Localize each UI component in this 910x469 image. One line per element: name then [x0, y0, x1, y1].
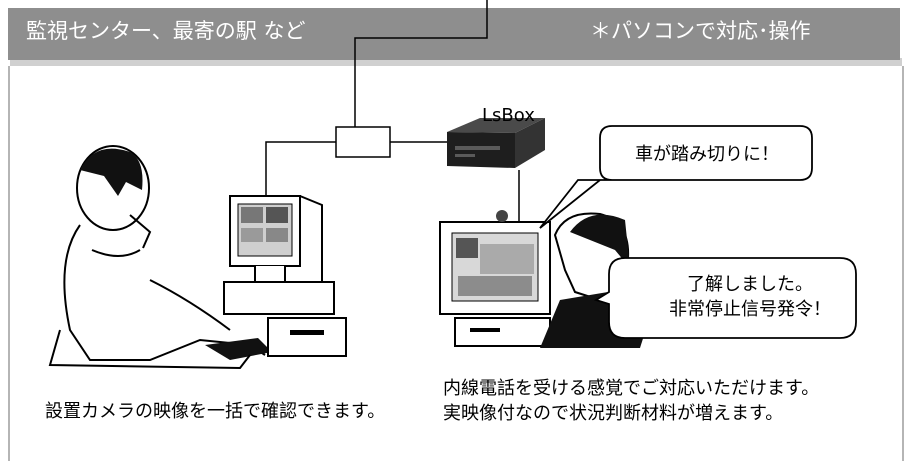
- reply-line-1: 了解しました。: [687, 274, 813, 295]
- splitter-box: [335, 126, 391, 158]
- header-bar: [8, 8, 900, 60]
- left-operator-illustration: [48, 145, 272, 370]
- caption-right-line-2: 実映像付なので状況判断材料が増えます。: [443, 403, 784, 424]
- incoming-line: [354, 0, 488, 127]
- caption-right: 内線電話を受ける感覚でご対応いただけます。 実映像付なので状況判断材料が増えます…: [443, 376, 819, 426]
- reply-line-2: 非常停止信号発令！: [669, 299, 831, 320]
- caption-left: 設置カメラの映像を一括で確認できます。: [45, 401, 386, 422]
- header-shadow: [10, 58, 902, 66]
- speech-bubble-alert-text: 車が踏み切りに！: [635, 144, 779, 165]
- header-right-note: ＊パソコンで対応･操作: [590, 19, 811, 43]
- caption-right-line-1: 内線電話を受ける感覚でご対応いただけます。: [443, 378, 820, 399]
- right-computer-illustration: [439, 210, 551, 347]
- speech-bubble-reply-text: 了解しました。 非常停止信号発令！: [655, 272, 845, 322]
- lsbox-device: [447, 118, 545, 168]
- speech-bubble-alert: [539, 125, 813, 229]
- left-computer-illustration: [223, 195, 347, 357]
- left-connection-line: [265, 141, 336, 200]
- header-left-title: 監視センター、最寄の駅 など: [26, 19, 306, 43]
- lsbox-label: LsBox: [482, 105, 535, 126]
- speech-bubble-reply: [593, 257, 857, 339]
